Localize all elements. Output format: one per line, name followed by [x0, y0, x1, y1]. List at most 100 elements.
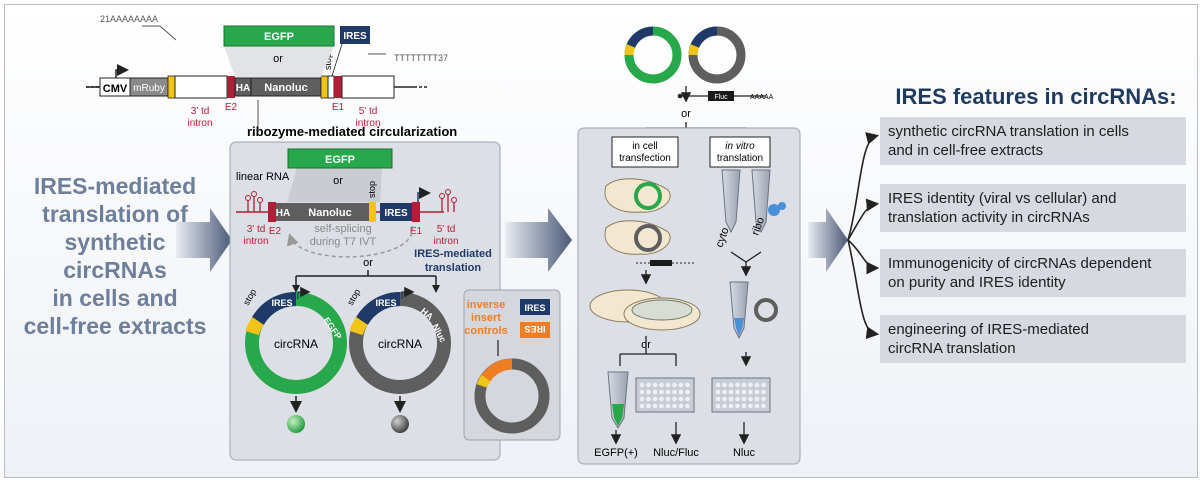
plate-well	[735, 396, 740, 402]
ribozyme-title: ribozyme-mediated circularization	[247, 124, 457, 139]
plate-well	[685, 382, 690, 388]
td5-box	[341, 75, 395, 99]
feature-1-line-1: synthetic circRNA translation in cells	[888, 123, 1129, 140]
cmv-label: CMV	[103, 83, 128, 95]
intron-label-2: intron	[355, 118, 380, 129]
well-plate-2	[711, 377, 771, 413]
plate-well	[761, 389, 766, 395]
middle-e1-label: E1	[410, 226, 423, 237]
well-plate-2-wells	[715, 382, 766, 409]
ires-label-top: IRES	[343, 31, 367, 42]
feature-4-line-2: circRNA translation	[888, 340, 1016, 357]
plate-well	[748, 382, 753, 388]
plate-well	[665, 403, 671, 409]
circ2-start-arrow-icon	[401, 286, 415, 299]
circrna-nluc-ring: circRNA IRES HA Nluc stop	[345, 286, 451, 394]
or-label: or	[273, 53, 283, 65]
td5-intron-box	[327, 75, 335, 99]
feature-2-line-2: translation activity in circRNAs	[888, 209, 1090, 226]
feature-1-line-2: and in cell-free extracts	[888, 142, 1044, 159]
plate-well	[639, 382, 645, 388]
plate-well	[741, 389, 747, 395]
flow-arrow-1	[176, 208, 232, 272]
well-plate-1	[635, 377, 695, 413]
middle-td3-label: 3' td	[247, 224, 266, 235]
plate-well	[646, 403, 651, 409]
promoter-arrow-icon	[115, 64, 129, 78]
plate-well	[659, 389, 664, 395]
during-ivt-label: during T7 IVT	[310, 236, 377, 248]
polya-label: 21AAAAAAAA	[100, 14, 158, 24]
linear-rna-construct: EGFP or linear RNA HA Nanoluc stop IRES	[236, 148, 459, 258]
feature-3-line-2: on purity and IRES identity	[888, 274, 1066, 291]
left-title-line: translation of	[42, 201, 188, 227]
circ2-ires-label: IRES	[375, 298, 396, 308]
e1-exon	[334, 76, 342, 98]
controls-label: controls	[464, 325, 507, 337]
plate-well	[639, 396, 645, 402]
mix-circrna-icon	[754, 298, 778, 322]
plate-well	[754, 382, 760, 388]
plate-well	[735, 389, 740, 395]
stop-label: stop	[323, 53, 333, 70]
linear-rna-label: linear RNA	[236, 171, 290, 183]
plate-well	[728, 382, 734, 388]
stop-yellow-2	[320, 75, 329, 99]
circ1-ires-label: IRES	[271, 298, 292, 308]
feature-box-1: synthetic circRNA translation in cells a…	[880, 117, 1186, 165]
plate-well	[722, 389, 727, 395]
middle-intron-label-2: intron	[433, 236, 458, 247]
e2-label: E2	[225, 102, 238, 113]
td5-label: 5' td	[359, 106, 378, 117]
nluc-fluc-label: Nluc/Fluc	[653, 447, 699, 459]
e2-exon	[227, 76, 235, 98]
plate-well	[754, 403, 760, 409]
plate-well	[728, 396, 734, 402]
right-or-label: or	[681, 108, 691, 120]
left-title: IRES-mediated translation of synthetic c…	[8, 172, 222, 340]
plate-well	[741, 403, 747, 409]
self-splicing-label: self-splicing	[314, 223, 371, 235]
plate-well	[646, 382, 651, 388]
right-translation-label: translation	[717, 153, 763, 164]
plate-well	[672, 396, 677, 402]
left-title-line: IRES-mediated	[33, 173, 197, 199]
plate-well	[748, 389, 753, 395]
plate-well	[652, 389, 658, 395]
plate-well	[659, 403, 664, 409]
egfp-pos-label: EGFP(+)	[594, 447, 638, 459]
plate-well	[761, 403, 766, 409]
inverse-label: inverse	[467, 299, 506, 311]
mix-tube	[729, 281, 749, 340]
middle-intron-label-1: intron	[243, 236, 268, 247]
egfp-protein-ball	[287, 415, 305, 433]
plate-well	[672, 403, 677, 409]
circrna-label-2: circRNA	[378, 337, 422, 351]
middle-nanoluc-label: Nanoluc	[308, 207, 351, 219]
plate-well	[761, 396, 766, 402]
plate-well	[652, 403, 658, 409]
translation-label: translation	[425, 262, 482, 274]
plate-well	[685, 389, 690, 395]
plate-well	[646, 389, 651, 395]
middle-ha-label: HA	[276, 208, 290, 219]
plate-well	[659, 396, 664, 402]
plate-well	[678, 403, 684, 409]
translation-start-arrow-icon	[417, 187, 431, 202]
plate-well	[652, 396, 658, 402]
plate-well	[761, 382, 766, 388]
transfection-label: transfection	[619, 153, 671, 164]
ribo-label: ribo	[750, 216, 768, 237]
circrna-label-1: circRNA	[274, 337, 318, 351]
middle-egfp-label: EGFP	[325, 154, 355, 166]
ires-mediated-label: IRES-mediated	[414, 248, 492, 260]
insert-label: insert	[471, 312, 501, 324]
well-plate-1-wells	[639, 382, 690, 409]
e1-label: E1	[332, 102, 345, 113]
middle-egfp-box	[287, 148, 393, 169]
ribo-tube	[751, 169, 771, 234]
plate-well	[722, 403, 727, 409]
left-title-line: in cells and	[52, 285, 178, 311]
